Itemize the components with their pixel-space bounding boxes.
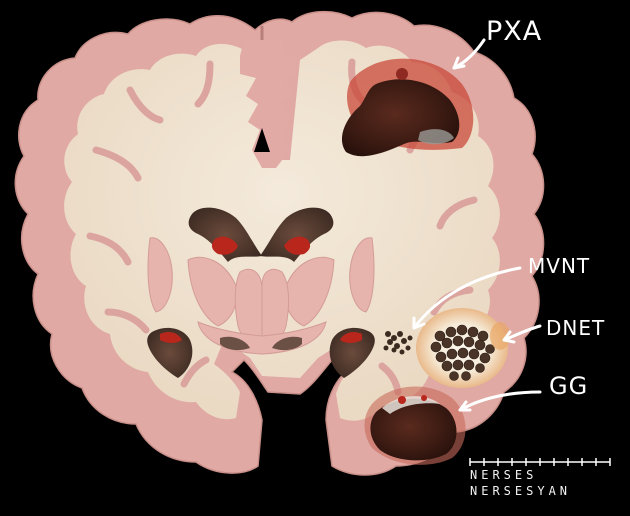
signature-line-2: NERSESYAN [470,484,572,498]
pointer-arrows [412,38,542,412]
signature-line-1: NERSES [470,468,538,482]
label-dnet: DNET [546,316,606,340]
left-ventricle-hemorrhage [211,236,238,255]
mvnt-nodules [383,331,413,355]
gg-lesion [364,386,466,465]
deep-gray-matter [147,237,375,355]
mvnt-arrow-icon [412,266,522,330]
label-mvnt: MVNT [528,254,591,278]
pxa-lesion [341,58,474,157]
pxa-arrow-icon [452,38,486,70]
right-ventricle-hemorrhage [284,236,311,255]
corpus-callosum [240,40,296,168]
right-ventricle [260,207,334,262]
dnet-lesion [416,308,510,388]
dnet-arrow-icon [502,324,542,344]
label-gg: GG [549,372,589,400]
left-ventricle [188,207,262,262]
signature-scale-bar [469,458,611,466]
label-pxa: PXA [486,16,543,47]
gg-arrow-icon [458,390,542,412]
temporal-horns [147,327,375,378]
lateral-ventricles [188,207,334,262]
